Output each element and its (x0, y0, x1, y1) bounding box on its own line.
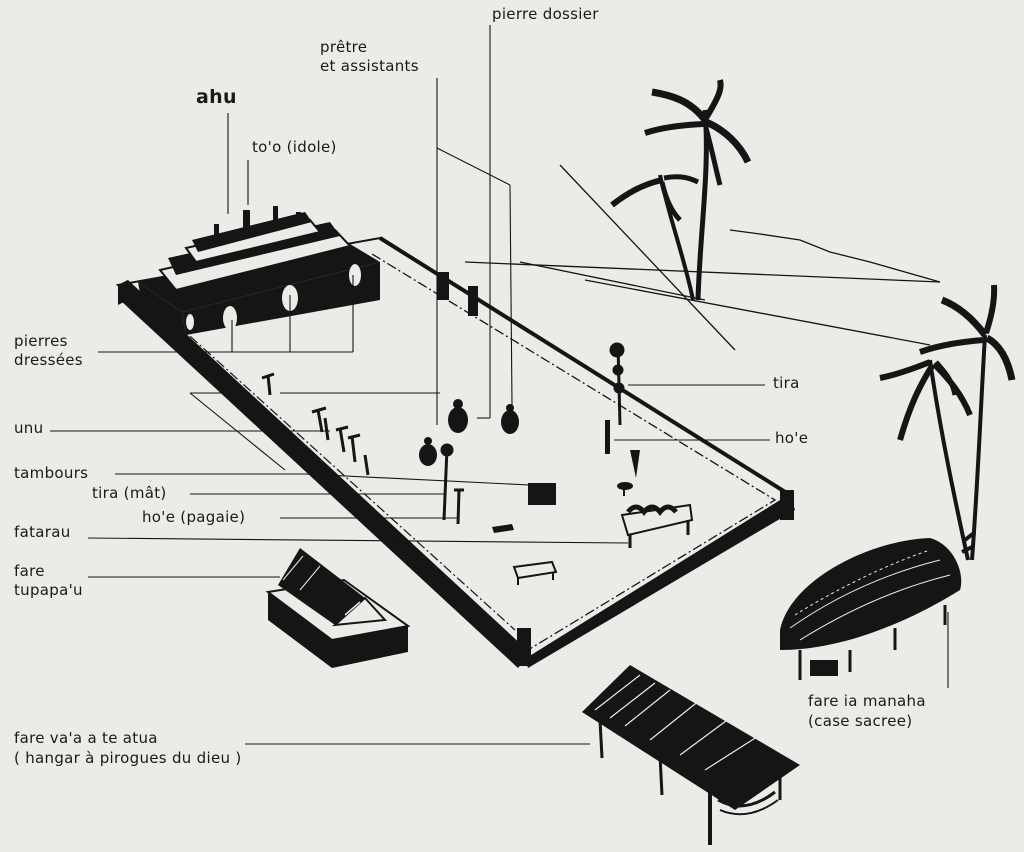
fare-ia-manaha-hut (780, 538, 962, 680)
landscape-lines (464, 164, 941, 351)
label-manaha-line2: (case sacree) (808, 712, 913, 730)
leader-lines (50, 25, 949, 745)
label-pierres-line2: dressées (14, 351, 83, 369)
palm-tree-back (610, 79, 752, 301)
fatarau-platforms (492, 482, 694, 585)
label-tira-mat: tira (mât) (92, 484, 167, 502)
marae-enclosure (115, 236, 795, 668)
ahu-platform (138, 212, 380, 335)
fare-vaa-canoe-shed (582, 665, 800, 845)
label-manaha-line1: fare ia manaha (808, 692, 926, 710)
label-fatarau: fatarau (14, 523, 71, 541)
label-vaa-line2: ( hangar à pirogues du dieu ) (14, 749, 242, 767)
label-tambours: tambours (14, 464, 89, 482)
label-pierre-dossier: pierre dossier (492, 5, 599, 23)
label-pretre-line1: prêtre (320, 38, 368, 56)
hoe-paddles-right (605, 420, 640, 478)
idol-figures (214, 206, 301, 239)
tira-hoe-center (440, 443, 464, 525)
unu-carvings (261, 372, 370, 476)
label-ahu: ahu (196, 86, 237, 108)
fare-tupapau-house (265, 548, 411, 668)
label-fare-line2: tupapa'u (14, 581, 83, 599)
label-fare-line1: fare (14, 562, 45, 580)
tira-mast-right (609, 342, 625, 426)
priest-figures (419, 399, 519, 466)
label-pretre-line2: et assistants (320, 57, 419, 75)
label-unu: unu (14, 419, 44, 437)
label-tira: tira (773, 374, 800, 392)
label-vaa-line1: fare va'a a te atua (14, 729, 158, 747)
label-too-idole: to'o (idole) (252, 138, 337, 156)
palm-tree-right (879, 284, 1016, 561)
pierre-dossier-stones (437, 272, 478, 316)
label-hoe-pagaie: ho'e (pagaie) (142, 508, 246, 526)
label-pierres-line1: pierres (14, 332, 68, 350)
label-hoe: ho'e (775, 429, 809, 447)
